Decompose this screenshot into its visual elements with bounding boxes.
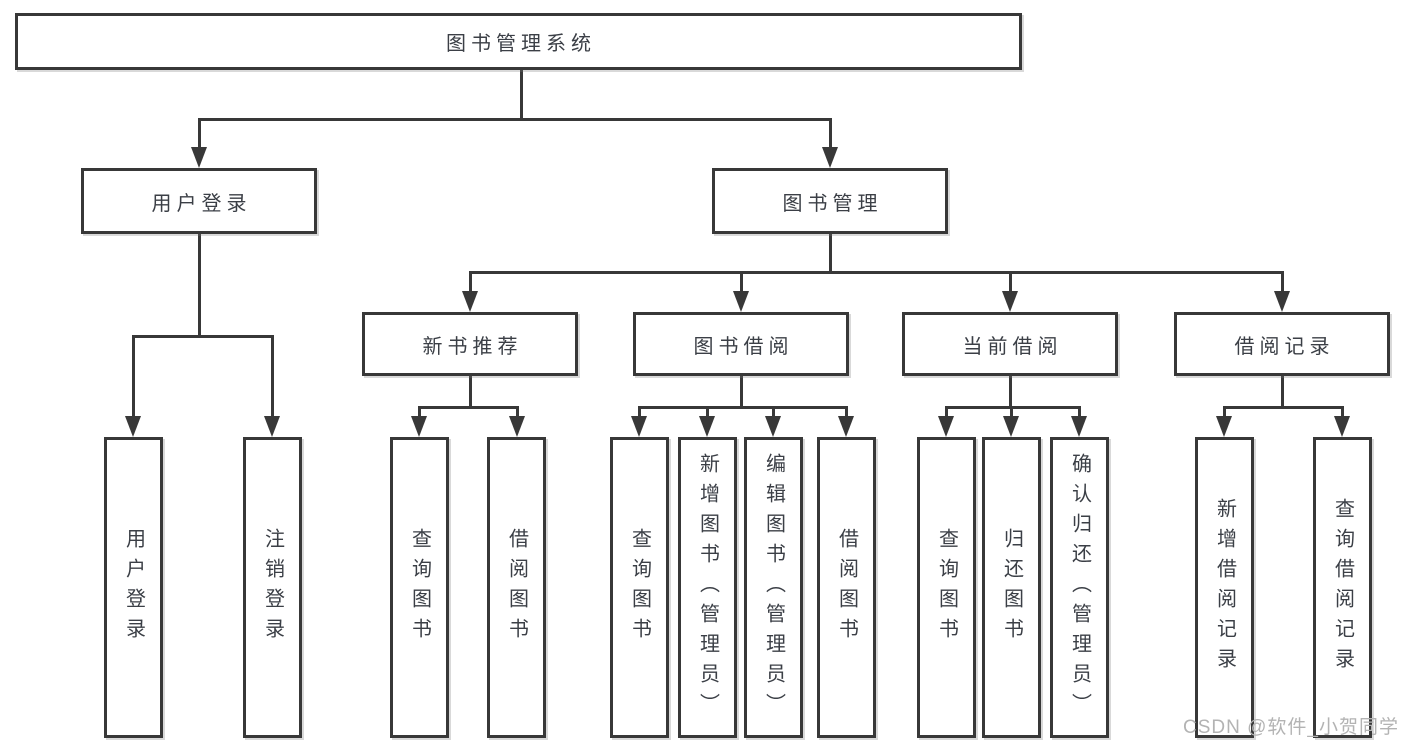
connector-line — [469, 376, 472, 409]
arrow-down-icon — [1274, 291, 1290, 312]
connector-line — [469, 271, 472, 295]
node-new-book-recommendation: 新书推荐 — [362, 312, 578, 376]
node-current-borrowing: 当前借阅 — [902, 312, 1118, 376]
connector-line — [829, 234, 832, 273]
node-leaf-user-login: 用户登录 — [104, 437, 163, 738]
connector-line — [418, 406, 519, 409]
node-leaf-confirm-return-admin: 确认归还（管理员） — [1050, 437, 1109, 738]
connector-line — [1223, 406, 1226, 422]
connector-line — [1010, 406, 1013, 422]
connector-line — [638, 406, 848, 409]
connector-line — [1078, 406, 1081, 422]
arrow-down-icon — [733, 291, 749, 312]
connector-line — [845, 406, 848, 422]
connector-line — [740, 376, 743, 409]
node-leaf-add-borrow-record: 新增借阅记录 — [1195, 437, 1254, 738]
connector-line — [1009, 271, 1012, 295]
arrow-down-icon — [191, 147, 207, 168]
connector-line — [418, 406, 421, 422]
arrow-down-icon — [1003, 416, 1019, 437]
arrow-down-icon — [1216, 416, 1232, 437]
arrow-down-icon — [1002, 291, 1018, 312]
node-book-management: 图书管理 — [712, 168, 948, 234]
arrow-down-icon — [631, 416, 647, 437]
node-leaf-query-borrow-record: 查询借阅记录 — [1313, 437, 1372, 738]
arrow-down-icon — [1071, 416, 1087, 437]
node-leaf-logout: 注销登录 — [243, 437, 302, 738]
connector-line — [516, 406, 519, 422]
node-leaf-query-books-current: 查询图书 — [917, 437, 976, 738]
connector-line — [198, 234, 201, 338]
arrow-down-icon — [1334, 416, 1350, 437]
connector-line — [520, 69, 523, 121]
connector-line — [132, 335, 135, 421]
arrow-down-icon — [462, 291, 478, 312]
connector-line — [740, 271, 743, 295]
node-leaf-return-books: 归还图书 — [982, 437, 1041, 738]
arrow-down-icon — [411, 416, 427, 437]
node-borrowing-records: 借阅记录 — [1174, 312, 1390, 376]
node-user-login: 用户登录 — [81, 168, 317, 234]
connector-line — [829, 118, 832, 152]
connector-line — [1009, 376, 1012, 409]
node-root-library-management-system: 图书管理系统 — [15, 13, 1022, 70]
node-book-borrowing: 图书借阅 — [633, 312, 849, 376]
node-leaf-borrow-books-borrowing: 借阅图书 — [817, 437, 876, 738]
connector-line — [706, 406, 709, 422]
connector-line — [271, 335, 274, 421]
node-leaf-add-books-admin: 新增图书（管理员） — [678, 437, 737, 738]
connector-line — [198, 118, 201, 152]
node-leaf-query-books-borrowing: 查询图书 — [610, 437, 669, 738]
arrow-down-icon — [509, 416, 525, 437]
connector-line — [198, 118, 832, 121]
arrow-down-icon — [938, 416, 954, 437]
arrow-down-icon — [125, 416, 141, 437]
connector-line — [772, 406, 775, 422]
connector-line — [945, 406, 948, 422]
connector-line — [132, 335, 274, 338]
connector-line — [1223, 406, 1343, 409]
node-leaf-edit-books-admin: 编辑图书（管理员） — [744, 437, 803, 738]
csdn-watermark: CSDN @软件_小贺同学 — [1183, 717, 1399, 738]
arrow-down-icon — [838, 416, 854, 437]
connector-line — [469, 271, 1284, 274]
arrow-down-icon — [765, 416, 781, 437]
connector-line — [1281, 376, 1284, 409]
connector-line — [638, 406, 641, 422]
arrow-down-icon — [264, 416, 280, 437]
arrow-down-icon — [822, 147, 838, 168]
connector-line — [1281, 271, 1284, 295]
arrow-down-icon — [699, 416, 715, 437]
node-leaf-borrow-books-newbooks: 借阅图书 — [487, 437, 546, 738]
node-leaf-query-books-newbooks: 查询图书 — [390, 437, 449, 738]
connector-line — [1341, 406, 1344, 422]
